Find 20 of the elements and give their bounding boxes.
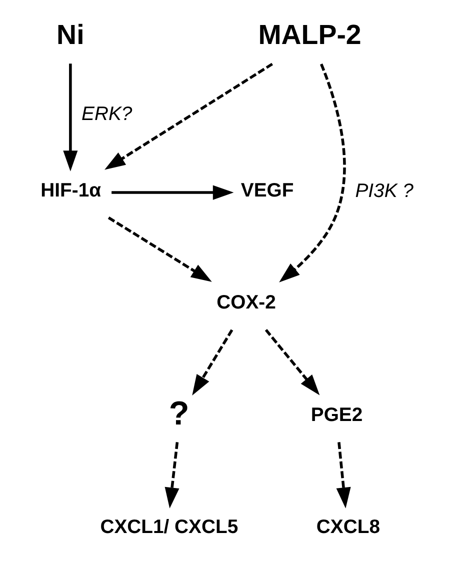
node-text: CXCL8	[316, 516, 380, 538]
arrow	[192, 329, 234, 396]
node-text: CXCL1/ CXCL5	[100, 516, 238, 538]
arrow	[104, 62, 274, 170]
node-text: COX-2	[216, 292, 276, 314]
arrow	[63, 64, 78, 172]
edge-label: PI3K ?	[355, 180, 414, 202]
arrow	[108, 216, 212, 282]
node-text: VEGF	[240, 179, 294, 202]
arrow	[112, 185, 234, 200]
arrow	[264, 329, 320, 396]
node-text: Ni	[56, 19, 84, 50]
edge-label: ERK?	[82, 103, 132, 126]
arrow	[336, 442, 351, 508]
node-text: ?	[168, 395, 190, 432]
node-text: PGE2	[310, 404, 363, 426]
node-text: MALP-2	[258, 19, 362, 50]
arrow	[279, 64, 346, 282]
node-text: HIF-1α	[40, 179, 102, 202]
arrow	[164, 442, 180, 508]
